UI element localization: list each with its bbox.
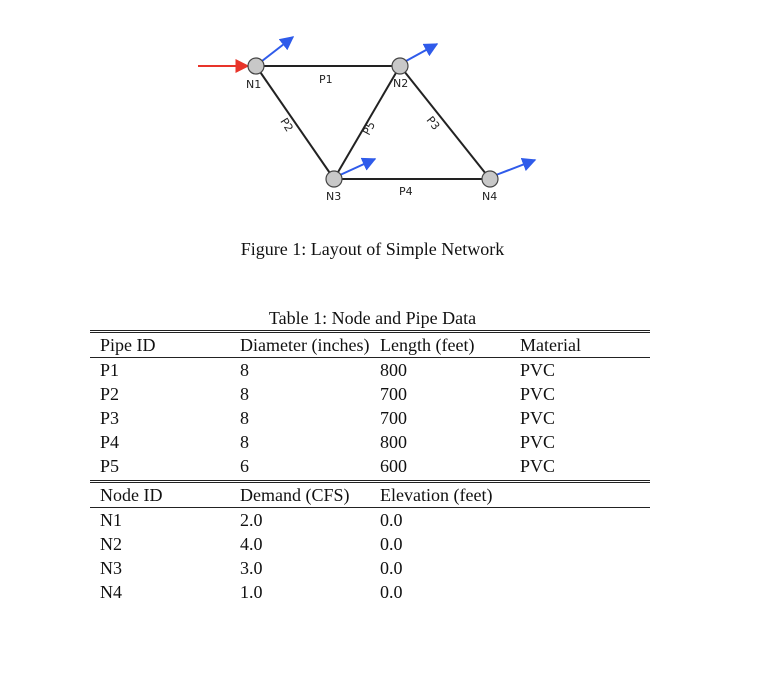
table-cell: P1 — [100, 360, 120, 380]
column-header — [510, 483, 650, 508]
table-row: P5 6 600 PVC — [90, 454, 650, 482]
table-row: N1 2.0 0.0 — [90, 508, 650, 533]
node-label-n4: N4 — [482, 190, 497, 203]
table-cell — [510, 556, 650, 580]
node-n1 — [247, 57, 265, 75]
pipe-label-p4: P4 — [399, 185, 413, 198]
table-cell — [510, 580, 650, 604]
pipe-label-p5: P5 — [360, 119, 378, 137]
demand-arrow-n1 — [261, 36, 295, 62]
table-cell: 8 — [240, 360, 249, 380]
table-row: P2 8 700 PVC — [90, 382, 650, 406]
table-row: N3 3.0 0.0 — [90, 556, 650, 580]
table-cell: 8 — [240, 432, 249, 452]
table-cell: 700 — [380, 408, 407, 428]
table-cell: P4 — [100, 432, 120, 452]
table-row: N4 1.0 0.0 — [90, 580, 650, 604]
table-cell: 4.0 — [240, 534, 263, 554]
table-cell: 600 — [380, 456, 407, 476]
column-header: Node ID — [90, 483, 230, 508]
pipe-label-p1: P1 — [319, 73, 333, 86]
node-label-n3: N3 — [326, 190, 341, 203]
table-cell: 800 — [380, 360, 407, 380]
table-cell: 800 — [380, 432, 407, 452]
node-n2 — [391, 57, 409, 75]
pipe-p5 — [333, 65, 401, 180]
table-cell: 0.0 — [380, 558, 403, 578]
column-header: Diameter (inches) — [230, 333, 370, 358]
table-cell: P2 — [100, 384, 120, 404]
table-row: P1 8 800 PVC — [90, 358, 650, 383]
pipe-p3 — [399, 65, 491, 180]
column-header: Demand (CFS) — [230, 483, 370, 508]
table-row: N2 4.0 0.0 — [90, 532, 650, 556]
table-cell: 8 — [240, 408, 249, 428]
pipe-header-row: Pipe ID Diameter (inches) Length (feet) … — [90, 333, 650, 358]
table-cell: 2.0 — [240, 510, 263, 530]
table-cell: 0.0 — [380, 582, 403, 602]
figure-caption: Figure 1: Layout of Simple Network — [240, 239, 505, 259]
node-label-n1: N1 — [246, 78, 261, 91]
column-header: Pipe ID — [90, 333, 230, 358]
table-cell: P5 — [100, 456, 120, 476]
node-pipe-table: Pipe ID Diameter (inches) Length (feet) … — [90, 330, 650, 604]
table-cell: 1.0 — [240, 582, 263, 602]
table-row: P4 8 800 PVC — [90, 430, 650, 454]
table-cell: 8 — [240, 384, 249, 404]
table-row: P3 8 700 PVC — [90, 406, 650, 430]
table-cell — [510, 508, 650, 533]
node-label-n2: N2 — [393, 77, 408, 90]
node-n3 — [325, 170, 343, 188]
demand-arrow-n4 — [495, 157, 537, 176]
table-cell: 3.0 — [240, 558, 263, 578]
column-header: Material — [510, 333, 650, 358]
table-cell: PVC — [520, 408, 556, 428]
table-cell: N1 — [100, 510, 122, 530]
table-cell: N2 — [100, 534, 122, 554]
network-diagram: N1 N2 N3 N4 P1 P2 P3 P4 P5 — [198, 36, 537, 203]
pipe-p2 — [255, 65, 335, 180]
table-cell: 0.0 — [380, 534, 403, 554]
column-header: Elevation (feet) — [370, 483, 510, 508]
table-cell: N3 — [100, 558, 122, 578]
table-cell: PVC — [520, 432, 556, 452]
node-n4 — [481, 170, 499, 188]
table-cell: 700 — [380, 384, 407, 404]
table-cell: 6 — [240, 456, 249, 476]
column-header: Length (feet) — [370, 333, 510, 358]
demand-arrow-n2 — [405, 43, 439, 62]
pipe-label-p2: P2 — [277, 116, 295, 134]
table-cell: 0.0 — [380, 510, 403, 530]
node-header-row: Node ID Demand (CFS) Elevation (feet) — [90, 483, 650, 508]
table-cell: N4 — [100, 582, 122, 602]
table-cell: P3 — [100, 408, 120, 428]
table-cell: PVC — [520, 384, 556, 404]
table-cell — [510, 532, 650, 556]
table-caption: Table 1: Node and Pipe Data — [268, 308, 477, 328]
demand-arrow-n3 — [339, 157, 377, 176]
table-cell: PVC — [520, 360, 556, 380]
table-cell: PVC — [520, 456, 556, 476]
